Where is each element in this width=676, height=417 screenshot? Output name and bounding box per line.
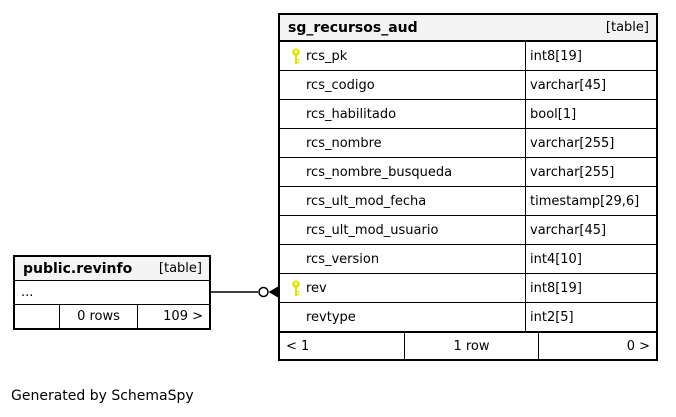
- key-slot: [286, 309, 306, 325]
- column-name-cell: rcs_ult_mod_usuario: [280, 216, 526, 244]
- relationship-connector: [210, 286, 278, 298]
- table-row: rcs_ult_mod_usuario varchar[45]: [280, 216, 656, 245]
- key-icon: [292, 280, 300, 296]
- column-name: rcs_nombre: [306, 135, 382, 151]
- related-table-header[interactable]: public.revinfo [table]: [15, 257, 209, 281]
- key-slot: [286, 135, 306, 151]
- column-type: varchar[255]: [530, 164, 615, 180]
- key-slot: [286, 48, 306, 64]
- arrowhead-icon: [268, 286, 278, 298]
- main-table-title[interactable]: sg_recursos_aud: [288, 19, 418, 36]
- column-type: int2[5]: [530, 309, 574, 325]
- column-name-cell: rcs_nombre: [280, 129, 526, 157]
- footer-row-count: 1 row: [405, 333, 539, 359]
- related-table-badge: [table]: [158, 261, 202, 276]
- generated-by-credit: Generated by SchemaSpy: [11, 388, 194, 404]
- column-name: rcs_codigo: [306, 77, 375, 93]
- key-slot: [286, 193, 306, 209]
- key-slot: [286, 251, 306, 267]
- column-name-cell: rcs_habilitado: [280, 100, 526, 128]
- related-table-title[interactable]: public.revinfo: [23, 260, 133, 277]
- collapsed-columns-row: ...: [15, 281, 209, 305]
- column-name-cell: rcs_ult_mod_fecha: [280, 187, 526, 215]
- key-slot: [286, 222, 306, 238]
- main-table-sg-recursos-aud[interactable]: sg_recursos_aud [table] rcs_pk int8[19]: [278, 13, 658, 361]
- table-row: rcs_habilitado bool[1]: [280, 100, 656, 129]
- key-icon: [292, 48, 300, 64]
- key-slot: [286, 280, 306, 296]
- main-table-header[interactable]: sg_recursos_aud [table]: [280, 15, 656, 42]
- table-row: rev int8[19]: [280, 274, 656, 303]
- column-name-cell: rcs_nombre_busqueda: [280, 158, 526, 186]
- column-name-cell: rcs_pk: [280, 42, 526, 70]
- footer-children-count: 109 >: [163, 309, 203, 324]
- table-row: rcs_codigo varchar[45]: [280, 71, 656, 100]
- column-type: int8[19]: [530, 48, 582, 64]
- main-table-columns: rcs_pk int8[19] rcs_codigo varchar[45]: [280, 42, 656, 332]
- footer-parents-count: < 1: [280, 333, 405, 359]
- column-name-cell: rcs_codigo: [280, 71, 526, 99]
- table-row: rcs_nombre varchar[255]: [280, 129, 656, 158]
- column-name-cell: revtype: [280, 303, 526, 331]
- table-row: rcs_pk int8[19]: [280, 42, 656, 71]
- column-name: rcs_habilitado: [306, 106, 397, 122]
- column-name: rev: [306, 280, 327, 296]
- footer-cell-empty: [15, 305, 60, 328]
- collapsed-columns-ellipsis: ...: [21, 285, 34, 300]
- footer-children-count: 0 >: [626, 338, 650, 354]
- table-row: rcs_nombre_busqueda varchar[255]: [280, 158, 656, 187]
- column-type: int8[19]: [530, 280, 582, 296]
- main-table-footer: < 1 1 row 0 >: [280, 332, 656, 359]
- column-name-cell: rev: [280, 274, 526, 302]
- column-type: timestamp[29,6]: [530, 193, 640, 209]
- column-name: revtype: [306, 309, 356, 325]
- column-name-cell: rcs_version: [280, 245, 526, 273]
- column-name: rcs_version: [306, 251, 380, 267]
- column-name: rcs_pk: [306, 48, 348, 64]
- column-type: int4[10]: [530, 251, 582, 267]
- column-name: rcs_nombre_busqueda: [306, 164, 453, 180]
- column-type: varchar[45]: [530, 77, 607, 93]
- column-name: rcs_ult_mod_fecha: [306, 193, 427, 209]
- table-row: rcs_ult_mod_fecha timestamp[29,6]: [280, 187, 656, 216]
- column-type: varchar[255]: [530, 135, 615, 151]
- column-type: bool[1]: [530, 106, 577, 122]
- table-row: rcs_version int4[10]: [280, 245, 656, 274]
- column-name: rcs_ult_mod_usuario: [306, 222, 439, 238]
- circle-icon: [258, 286, 269, 298]
- key-slot: [286, 164, 306, 180]
- key-slot: [286, 106, 306, 122]
- footer-row-count: 0 rows: [60, 305, 138, 328]
- related-table-revinfo[interactable]: public.revinfo [table] ... 0 rows 109 >: [13, 255, 211, 330]
- main-table-badge: [table]: [605, 20, 649, 35]
- table-row: revtype int2[5]: [280, 303, 656, 332]
- key-slot: [286, 77, 306, 93]
- column-type: varchar[45]: [530, 222, 607, 238]
- related-table-footer: 0 rows 109 >: [15, 305, 209, 328]
